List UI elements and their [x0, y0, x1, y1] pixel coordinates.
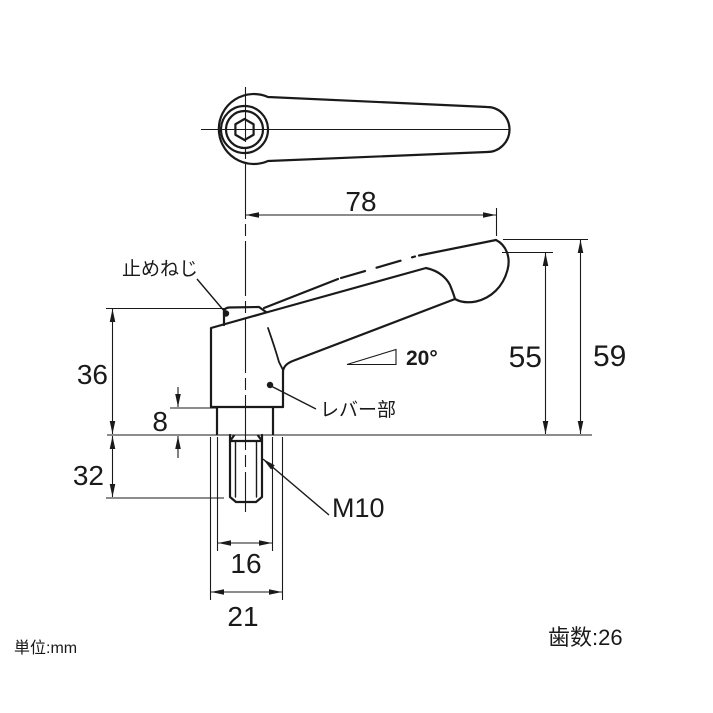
top-view-outline — [217, 92, 511, 166]
center-lines — [201, 87, 509, 512]
lever-underside — [281, 297, 457, 409]
dim-36-value: 36 — [77, 359, 108, 390]
stud-thread-lines — [234, 440, 258, 498]
callout-set-screw: 止めねじ — [122, 258, 230, 317]
lever-knob — [453, 238, 510, 304]
teeth-count-note: 歯数:26 — [548, 625, 623, 650]
dimension-55: 55 — [509, 253, 549, 434]
lever-part-label: レバー部 — [320, 399, 396, 421]
body-crease — [267, 327, 284, 371]
dim-16-value: 16 — [230, 548, 261, 579]
angle-indicator: 20° — [346, 347, 438, 370]
extension-lines — [106, 208, 588, 600]
angle-wedge-icon — [346, 348, 397, 366]
body-left-and-top — [209, 310, 270, 409]
lever-back-edge-tip — [417, 238, 498, 257]
dim-21-value: 21 — [227, 601, 258, 632]
dimension-8: 8 — [152, 387, 181, 458]
dim-55-value: 55 — [509, 341, 542, 374]
dim-32-value: 32 — [73, 460, 104, 491]
dimension-78: 78 — [246, 186, 496, 218]
dimension-16: 16 — [218, 540, 272, 579]
lever-back-edge — [262, 277, 340, 310]
dim-8-value: 8 — [152, 406, 168, 437]
leader-dot — [222, 310, 230, 317]
dim-78-value: 78 — [345, 186, 376, 217]
set-screw-label: 止めねじ — [122, 258, 198, 280]
callout-lever-part: レバー部 — [266, 381, 396, 421]
boss-ring-inner — [224, 109, 265, 150]
top-view — [217, 92, 511, 166]
lever-ridge — [266, 266, 457, 314]
dimension-32: 32 — [73, 436, 116, 497]
dimension-59: 59 — [577, 240, 626, 434]
hex-socket — [234, 117, 255, 142]
callout-thread: M10 — [262, 458, 385, 523]
dim-59-value: 59 — [593, 340, 626, 373]
angle-value: 20° — [406, 347, 438, 370]
lever-back-edge-hidden — [339, 255, 417, 280]
stud-outline — [228, 433, 264, 504]
dimension-36: 36 — [77, 309, 116, 434]
unit-note: 単位:mm — [14, 639, 77, 657]
neck-step — [215, 405, 275, 436]
side-view — [107, 238, 592, 504]
dimension-21: 21 — [211, 589, 282, 632]
thread-spec-label: M10 — [332, 493, 385, 523]
boss-ring-outer — [219, 104, 270, 155]
